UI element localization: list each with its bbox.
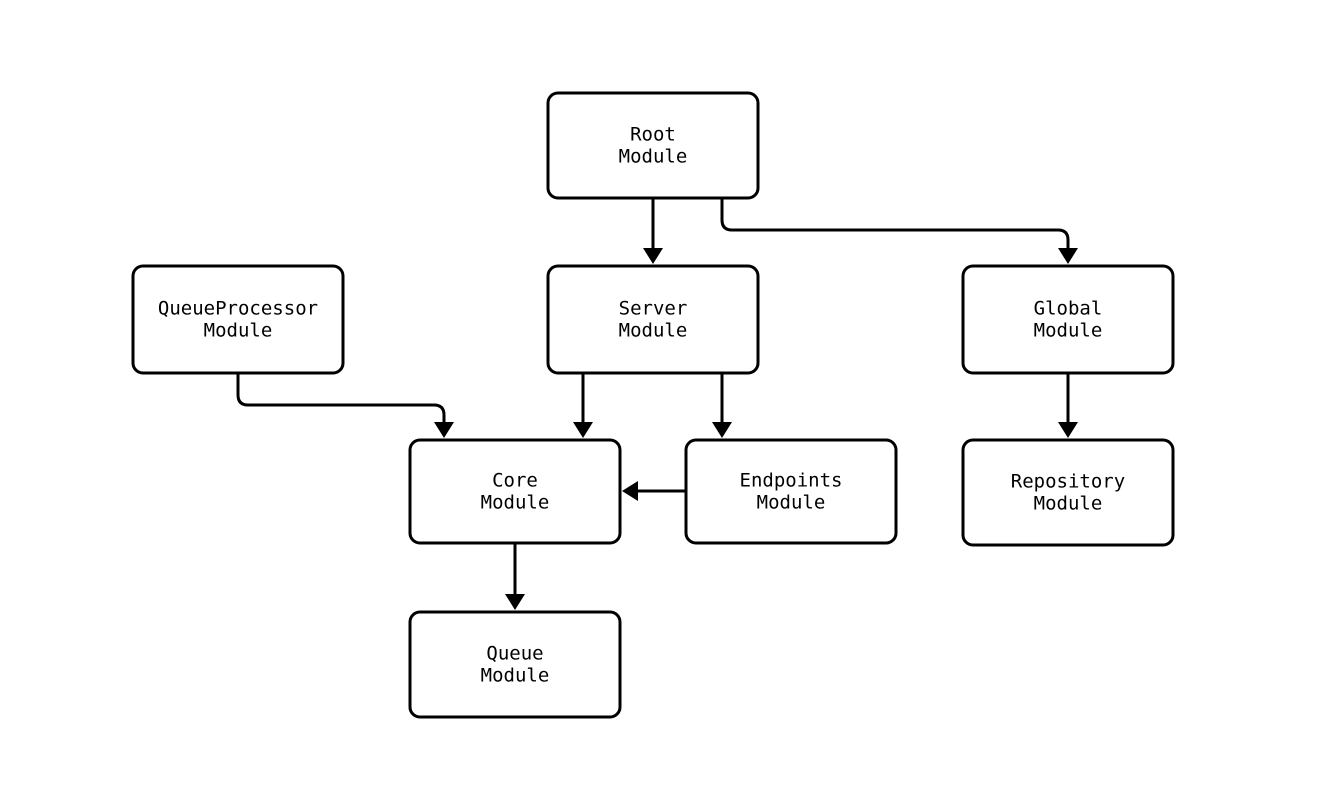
edge-line xyxy=(236,373,446,426)
edge-server-to-endpoints xyxy=(712,373,732,438)
node-box[interactable] xyxy=(408,438,622,545)
node-label-line: Module xyxy=(481,491,550,513)
node-box[interactable] xyxy=(408,610,622,719)
edge-endpoints-to-core xyxy=(622,481,686,501)
node-label-line: Module xyxy=(204,319,273,341)
edge-arrowhead-icon xyxy=(712,422,732,438)
node-label-line: Module xyxy=(757,491,826,513)
node-label-line: Module xyxy=(481,664,550,686)
node-label-line: Queue xyxy=(486,642,543,664)
node-label-line: Module xyxy=(1034,319,1103,341)
node-box[interactable] xyxy=(961,264,1175,375)
edge-global-to-repository xyxy=(1058,373,1078,438)
node-box[interactable] xyxy=(961,438,1175,547)
node-box[interactable] xyxy=(131,264,345,375)
edge-core-to-queue xyxy=(505,543,525,610)
node-label-line: Root xyxy=(630,123,676,145)
edge-arrowhead-icon xyxy=(573,422,593,438)
edge-arrowhead-icon xyxy=(643,248,663,264)
edge-arrowhead-icon xyxy=(1058,248,1078,264)
edge-root-to-server xyxy=(643,198,663,264)
node-label-line: Core xyxy=(492,469,538,491)
edge-queueprocessor-to-core xyxy=(236,373,454,438)
node-label-line: Module xyxy=(1034,492,1103,514)
node-box[interactable] xyxy=(546,91,760,200)
edge-server-to-core xyxy=(573,373,593,438)
node-label-line: Endpoints xyxy=(740,469,843,491)
edge-arrowhead-icon xyxy=(434,422,454,438)
edge-arrowhead-icon xyxy=(622,481,638,501)
node-label-line: Repository xyxy=(1011,470,1125,492)
edge-arrowhead-icon xyxy=(1058,422,1078,438)
node-label-line: Module xyxy=(619,319,688,341)
node-label-line: QueueProcessor xyxy=(158,297,318,319)
node-label-line: Global xyxy=(1034,297,1103,319)
edge-arrowhead-icon xyxy=(505,594,525,610)
node-box[interactable] xyxy=(684,438,898,545)
edge-root-to-global xyxy=(720,198,1078,264)
node-label-line: Module xyxy=(619,145,688,167)
edge-layer xyxy=(236,198,1078,610)
node-label-line: Server xyxy=(619,297,688,319)
edge-line xyxy=(720,198,1070,252)
node-box[interactable] xyxy=(546,264,760,375)
